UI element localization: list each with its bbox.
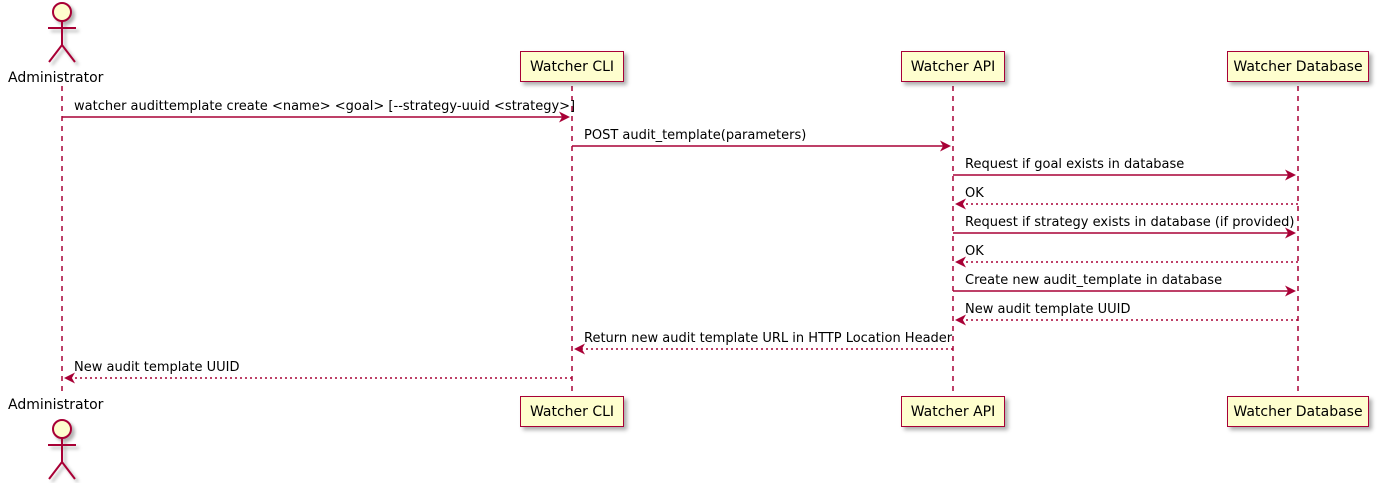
participant-box-watcher-api-top[interactable]: Watcher API (901, 51, 1005, 82)
actor-figure-administrator (48, 2, 76, 63)
arrow-head-1 (559, 111, 570, 123)
participant-box-watcher-database-top[interactable]: Watcher Database (1227, 51, 1369, 82)
message-label-5: Request if strategy exists in database (… (965, 215, 1295, 230)
actor-figure-administrator-bottom (48, 419, 76, 480)
message-label-6: OK (965, 244, 984, 259)
participant-box-watcher-cli-top[interactable]: Watcher CLI (520, 51, 624, 82)
actor-label-administrator-top: Administrator (8, 70, 104, 86)
participant-box-watcher-api-bottom[interactable]: Watcher API (901, 396, 1005, 427)
message-label-8: New audit template UUID (965, 302, 1131, 317)
lifelines-group (61, 86, 1299, 396)
arrow-head-6 (955, 256, 966, 268)
arrow-head-10 (64, 372, 75, 384)
arrow-head-8 (955, 314, 966, 326)
message-label-7: Create new audit_template in database (965, 273, 1223, 288)
arrow-head-2 (940, 140, 951, 152)
arrow-head-4 (955, 198, 966, 210)
arrow-head-5 (1285, 227, 1296, 239)
actor-leg-left (48, 44, 63, 63)
message-label-2: POST audit_template(parameters) (584, 128, 807, 143)
actor-leg-right (61, 461, 76, 480)
actor-head (52, 2, 72, 22)
actor-label-administrator-bottom: Administrator (8, 397, 104, 413)
message-label-1: watcher audittemplate create <name> <goa… (74, 99, 576, 114)
participant-box-watcher-database-bottom[interactable]: Watcher Database (1227, 396, 1369, 427)
arrow-head-3 (1285, 169, 1296, 181)
message-label-4: OK (965, 186, 984, 201)
arrow-head-9 (574, 343, 585, 355)
message-label-9: Return new audit template URL in HTTP Lo… (584, 331, 953, 346)
message-arrows-group (62, 111, 1298, 384)
message-label-10: New audit template UUID (74, 360, 240, 375)
arrow-head-7 (1285, 285, 1296, 297)
participant-box-watcher-cli-bottom[interactable]: Watcher CLI (520, 396, 624, 427)
actor-head (52, 419, 72, 439)
actor-leg-left (48, 461, 63, 480)
message-label-3: Request if goal exists in database (965, 157, 1185, 172)
actor-leg-right (61, 44, 76, 63)
actor-figures-group (48, 2, 76, 480)
